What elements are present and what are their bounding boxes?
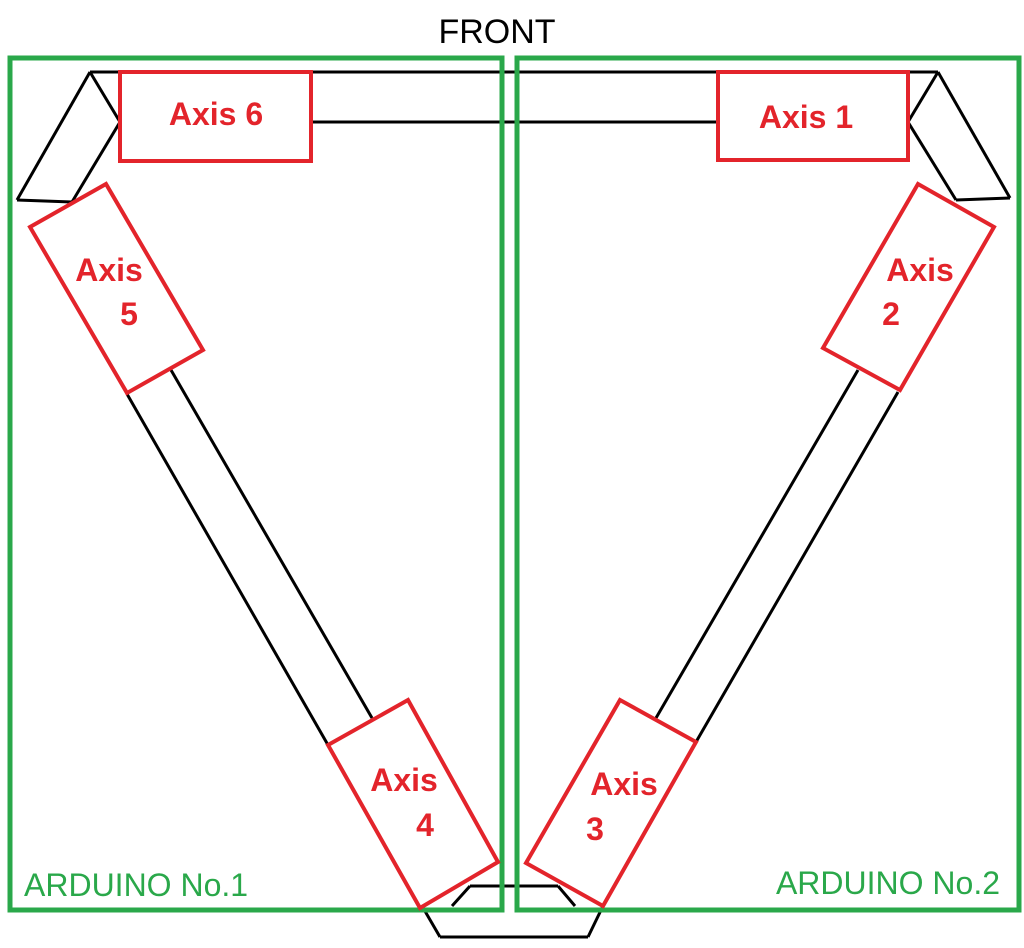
axis-boxes [27,70,997,911]
arduino-1-label: ARDUINO No.1 [24,867,248,903]
axis-4-box [325,697,501,911]
frame-left-corner-inner [88,71,122,123]
frame-right-corner-base [955,196,1011,202]
axis-1-box [716,70,910,162]
frame-left-corner-base [16,198,73,204]
frame-right-corner-diag [906,121,958,201]
frame-right-corner-inner [906,71,940,123]
frame-bottom-inner-right [556,885,577,907]
axis-2-label-line2: 2 [882,296,900,332]
axis-2-box [820,181,997,393]
axis-6-label: Axis 6 [169,96,263,132]
axis-5-label-line2: 5 [120,296,138,332]
frame-bottom-inner-left [450,884,472,908]
frame-left-beam-inner [169,369,374,719]
axis-5-box [27,181,206,396]
axis-4-label-line1: Axis [370,762,438,798]
frame-left-beam-outer [125,393,330,746]
arduino-2-label: ARDUINO No.2 [776,865,1000,901]
arduino-1-zone [7,55,505,913]
axis-3-label-line1: Axis [590,766,658,802]
axis-1-label: Axis 1 [759,99,853,135]
axis-labels: Axis 6 Axis 1 Axis 5 Axis 2 Axis 4 Axis … [75,96,954,847]
axis-6-box [118,70,313,163]
axis-3-label-line2: 3 [586,811,604,847]
frame-right-beam-inner [654,369,860,719]
axis-3-box [523,697,699,909]
axis-5-label-line1: Axis [75,252,143,288]
frame-right-beam-outer [694,391,900,743]
arduino-2-zone [514,55,1022,913]
frame-left-corner-diag [70,121,122,203]
front-label: FRONT [438,13,555,51]
axis-2-label-line1: Axis [886,252,954,288]
frame-structure [15,70,1012,939]
arduino-zones [7,55,1022,913]
axis-4-label-line2: 4 [416,807,434,843]
frame-left-corner-outer [15,71,92,201]
frame-right-corner-outer [936,71,1012,199]
